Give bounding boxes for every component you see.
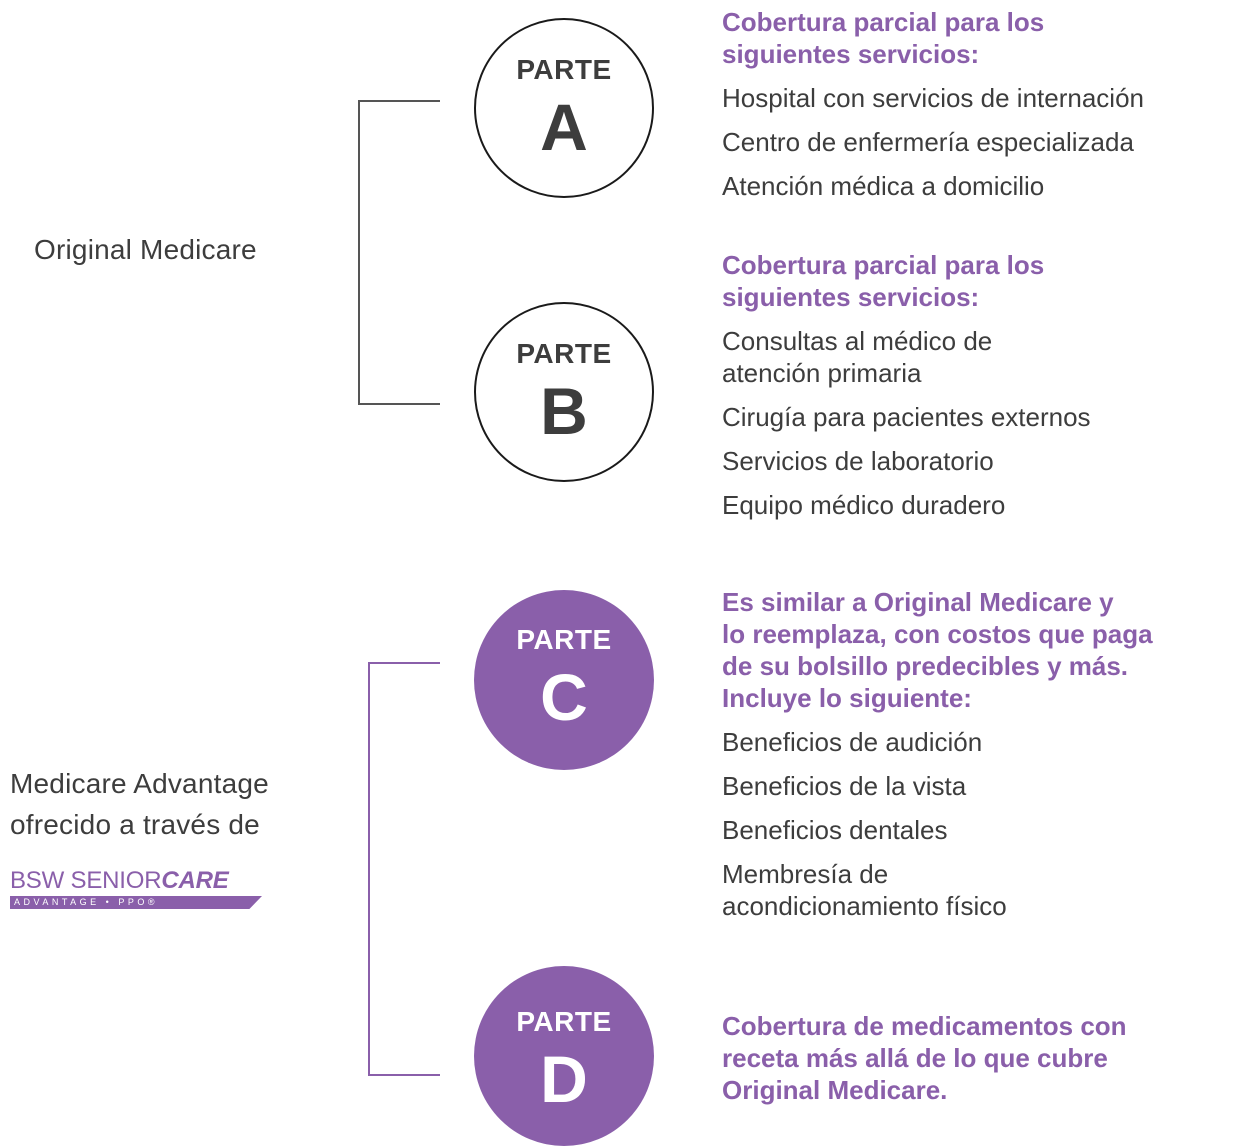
part-d-letter: D xyxy=(540,1042,588,1116)
part-c-item: Beneficios de audición xyxy=(722,727,983,757)
bsw-seniorcare-logo: BSW SENIORCARE ADVANTAGE • PPO® xyxy=(10,868,270,912)
logo-brand-bold: CARE xyxy=(161,867,229,894)
part-c-item: acondicionamiento físico xyxy=(722,891,1007,921)
part-c-heading-line: de su bolsillo predecibles y más. xyxy=(722,651,1129,681)
part-c-item: Beneficios de la vista xyxy=(722,771,967,801)
part-b-item: Consultas al médico de xyxy=(722,326,993,356)
original-medicare-bracket xyxy=(358,100,440,405)
part-a-item: Hospital con servicios de internación xyxy=(722,83,1144,113)
part-c-word: PARTE xyxy=(516,624,612,655)
part-b-description: Cobertura parcial para los siguientes se… xyxy=(722,249,1257,521)
offered-through-label: ofrecido a través de xyxy=(10,809,260,840)
part-a-word: PARTE xyxy=(516,54,612,85)
part-b-heading-line: Cobertura parcial para los xyxy=(722,250,1045,280)
part-c-item: Membresía de xyxy=(722,859,889,889)
part-b-circle: PARTE B xyxy=(474,302,654,482)
part-c-heading-line: Es similar a Original Medicare y xyxy=(722,587,1114,617)
part-c-heading-line: Incluye lo siguiente: xyxy=(722,683,972,713)
part-c-heading-line: lo reemplaza, con costos que paga xyxy=(722,619,1153,649)
medicare-advantage-label: Medicare Advantage xyxy=(10,768,269,799)
part-d-heading-line: Cobertura de medicamentos con xyxy=(722,1011,1127,1041)
part-a-heading-line: siguientes servicios: xyxy=(722,39,980,69)
part-a-item: Centro de enfermería especializada xyxy=(722,127,1134,157)
part-a-item: Atención médica a domicilio xyxy=(722,171,1045,201)
part-b-letter: B xyxy=(540,374,588,448)
part-b-item: Equipo médico duradero xyxy=(722,490,1006,520)
part-c-letter: C xyxy=(540,660,588,734)
part-b-item: Cirugía para pacientes externos xyxy=(722,402,1091,432)
part-c-item: Beneficios dentales xyxy=(722,815,948,845)
part-d-circle: PARTE D xyxy=(474,966,654,1146)
part-b-word: PARTE xyxy=(516,338,612,369)
part-a-letter: A xyxy=(540,90,588,164)
part-d-heading-line: Original Medicare. xyxy=(722,1075,948,1105)
part-d-word: PARTE xyxy=(516,1006,612,1037)
original-medicare-label: Original Medicare xyxy=(34,234,257,265)
part-a-description: Cobertura parcial para los siguientes se… xyxy=(722,6,1257,202)
part-c-description: Es similar a Original Medicare y lo reem… xyxy=(722,586,1257,922)
logo-tagline: ADVANTAGE • PPO® xyxy=(10,896,262,909)
part-d-heading-line: receta más allá de lo que cubre xyxy=(722,1043,1108,1073)
part-a-circle: PARTE A xyxy=(474,18,654,198)
part-d-description: Cobertura de medicamentos con receta más… xyxy=(722,1010,1257,1106)
part-b-item: atención primaria xyxy=(722,358,922,388)
part-b-item: Servicios de laboratorio xyxy=(722,446,994,476)
part-b-heading-line: siguientes servicios: xyxy=(722,282,980,312)
logo-brand-regular: BSW SENIOR xyxy=(10,867,162,894)
part-c-circle: PARTE C xyxy=(474,590,654,770)
medicare-advantage-bracket xyxy=(368,662,440,1076)
part-a-heading-line: Cobertura parcial para los xyxy=(722,7,1045,37)
